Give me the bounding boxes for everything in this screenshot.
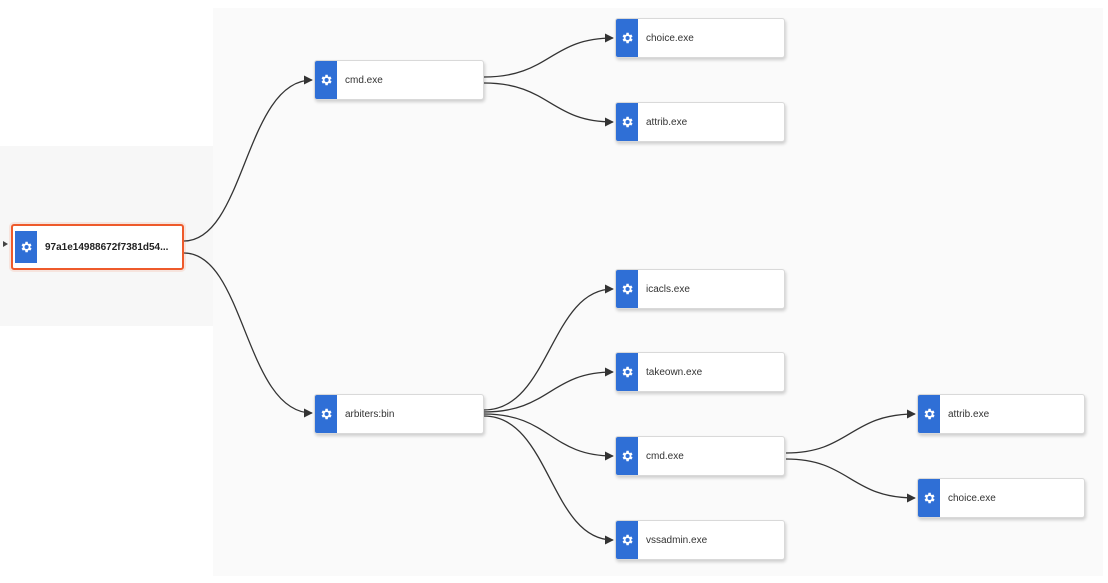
gear-icon <box>15 231 37 263</box>
process-label: 97a1e14988672f7381d54... <box>45 241 169 253</box>
process-label: cmd.exe <box>646 450 684 462</box>
process-label: choice.exe <box>948 492 996 504</box>
edge-arbiters-cmd <box>483 413 614 461</box>
gear-icon <box>616 521 638 559</box>
process-node-choice[interactable]: choice.exe <box>615 18 785 58</box>
edge-root-cmd <box>183 75 313 242</box>
process-node-arbiters[interactable]: arbiters:bin <box>314 394 484 434</box>
process-node-takeown[interactable]: takeown.exe <box>615 352 785 392</box>
edge-arbiters-icacls <box>483 284 614 411</box>
gear-icon <box>315 395 337 433</box>
gear-icon <box>315 61 337 99</box>
process-node-attrib-2[interactable]: attrib.exe <box>917 394 1085 434</box>
edge-cmd2-attrib <box>785 409 916 454</box>
gear-icon <box>918 395 940 433</box>
edge-root-arbiters <box>183 252 313 418</box>
edge-cmd-attrib <box>483 82 614 127</box>
caret-right-icon[interactable] <box>3 241 8 247</box>
process-node-cmd-2[interactable]: cmd.exe <box>615 436 785 476</box>
process-node-choice-2[interactable]: choice.exe <box>917 478 1085 518</box>
gear-icon <box>616 103 638 141</box>
process-label: attrib.exe <box>948 408 990 420</box>
gear-icon <box>616 353 638 391</box>
process-node-icacls[interactable]: icacls.exe <box>615 269 785 309</box>
gear-icon <box>616 270 638 308</box>
process-node-cmd[interactable]: cmd.exe <box>314 60 484 100</box>
gear-icon <box>616 437 638 475</box>
process-node-attrib[interactable]: attrib.exe <box>615 102 785 142</box>
edge-arbiters-vssadmin <box>483 415 614 545</box>
edge-cmd-choice <box>483 33 614 78</box>
process-label: choice.exe <box>646 32 694 44</box>
process-label: vssadmin.exe <box>646 534 708 546</box>
process-label: takeown.exe <box>646 366 703 378</box>
gear-icon <box>616 19 638 57</box>
gear-icon <box>918 479 940 517</box>
edge-cmd2-choice <box>785 458 916 503</box>
process-label: attrib.exe <box>646 116 688 128</box>
process-node-root[interactable]: 97a1e14988672f7381d54... <box>11 224 184 270</box>
process-label: icacls.exe <box>646 283 690 295</box>
process-label: arbiters:bin <box>345 408 395 420</box>
process-label: cmd.exe <box>345 74 383 86</box>
process-node-vssadmin[interactable]: vssadmin.exe <box>615 520 785 560</box>
edge-arbiters-takeown <box>483 367 614 413</box>
